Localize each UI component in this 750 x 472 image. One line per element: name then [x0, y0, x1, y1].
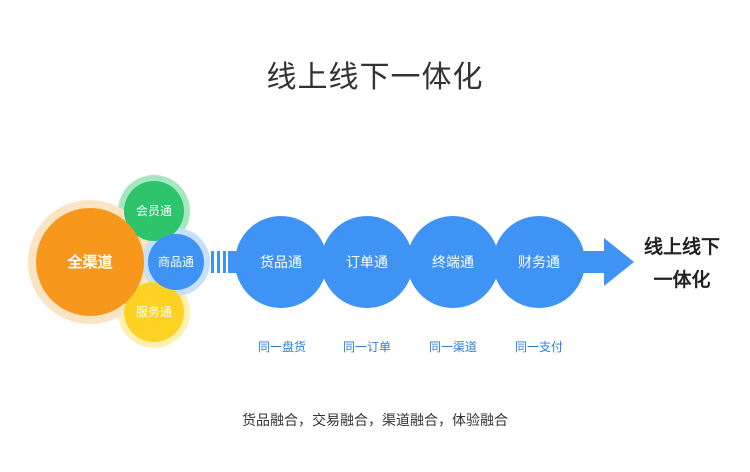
page-title: 线上线下一体化: [266, 60, 484, 95]
product-circle: [148, 234, 204, 290]
result-label: 线上线下 一体化: [640, 231, 724, 297]
channel-circle: [36, 208, 144, 316]
connector-bar: [211, 251, 214, 273]
member-label: 会员通: [136, 204, 172, 218]
pipeline-circle-order: [321, 216, 413, 308]
pipeline-label: 订单通: [346, 255, 388, 271]
connector-bar: [217, 251, 220, 273]
pipeline-sublabel: 同一支付: [515, 340, 563, 354]
pipeline-sublabel: 同一渠道: [429, 340, 477, 354]
footer-text: 货品融合，交易融合，渠道融合，体验融合: [242, 413, 508, 429]
result-line-2: 一体化: [653, 269, 711, 291]
connector-bar: [228, 251, 238, 273]
channel-label: 全渠道: [66, 253, 112, 271]
pipeline-circle-finance: [493, 216, 585, 308]
product-label: 商品通: [158, 254, 194, 269]
pipeline-circle-terminal: [407, 216, 499, 308]
result-line-1: 线上线下: [643, 236, 720, 258]
arrow-head: [604, 238, 634, 286]
pipeline-sublabel: 同一盘货: [258, 339, 306, 354]
service-label: 服务通: [136, 304, 172, 319]
pipeline-sublabel: 同一订单: [343, 340, 391, 354]
service-circle: [124, 282, 184, 342]
member-circle: [124, 181, 184, 241]
pipeline-label: 货品通: [260, 254, 302, 271]
pipeline-label: 终端通: [432, 255, 474, 271]
connector-bar: [223, 251, 226, 273]
pipeline-circle-goods: [235, 216, 327, 308]
pipeline-label: 财务通: [518, 255, 560, 271]
